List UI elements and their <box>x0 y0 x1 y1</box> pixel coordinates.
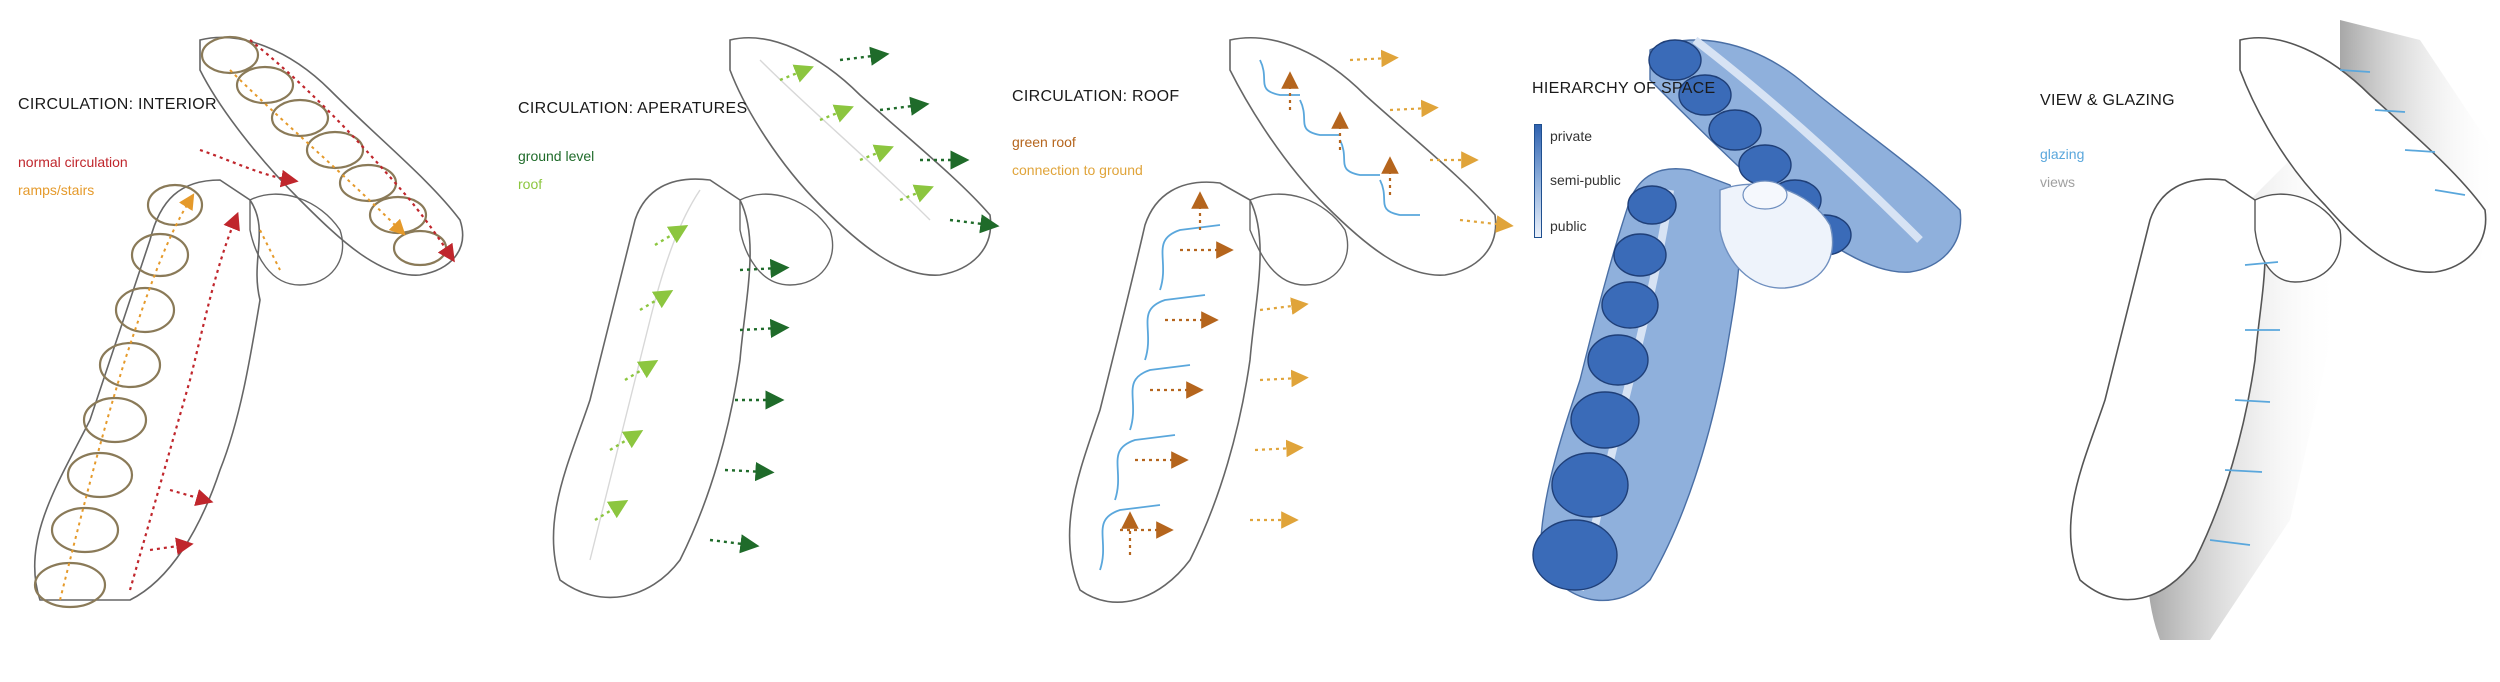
legend-semi-public: semi-public <box>1550 172 1621 188</box>
panel-title: HIERARCHY OF SPACE <box>1532 80 1716 97</box>
legend-ramps-stairs: ramps/stairs <box>18 182 95 198</box>
panel-title: CIRCULATION: ROOF <box>1012 88 1180 105</box>
roof-circulation-plan <box>1068 36 1514 604</box>
legend-public: public <box>1550 218 1587 234</box>
view-glazing-plan <box>2069 20 2500 640</box>
legend-connection-to-ground: connection to ground <box>1012 162 1143 178</box>
legend-views: views <box>2040 174 2076 190</box>
panel-title: CIRCULATION: APERATURES <box>518 100 748 117</box>
panel-circulation-roof: CIRCULATION: ROOF green roof connection … <box>1000 0 1520 682</box>
panel-circulation-apertures: CIRCULATION: APERATURES ground level roo… <box>500 0 1000 682</box>
legend-roof: roof <box>518 176 543 192</box>
panel-circulation-interior: CIRCULATION: INTERIOR normal circulation… <box>0 0 500 682</box>
panel-title: CIRCULATION: INTERIOR <box>18 96 217 113</box>
panel-title: VIEW & GLAZING <box>2040 92 2175 109</box>
interior-circulation-plan <box>33 35 464 609</box>
legend-ground-level: ground level <box>518 148 595 164</box>
legend-normal-circulation: normal circulation <box>18 154 128 170</box>
legend-private: private <box>1550 128 1593 144</box>
legend-glazing: glazing <box>2040 146 2085 162</box>
legend-green-roof: green roof <box>1012 134 1076 150</box>
hierarchy-scale-bar <box>1534 124 1542 238</box>
aperture-circulation-plan <box>552 36 1000 599</box>
panel-hierarchy-of-space: HIERARCHY OF SPACE private semi-public p… <box>1520 0 2040 682</box>
panel-view-glazing: VIEW & GLAZING glazing views <box>2040 0 2500 682</box>
hierarchy-plan <box>1532 36 1962 602</box>
